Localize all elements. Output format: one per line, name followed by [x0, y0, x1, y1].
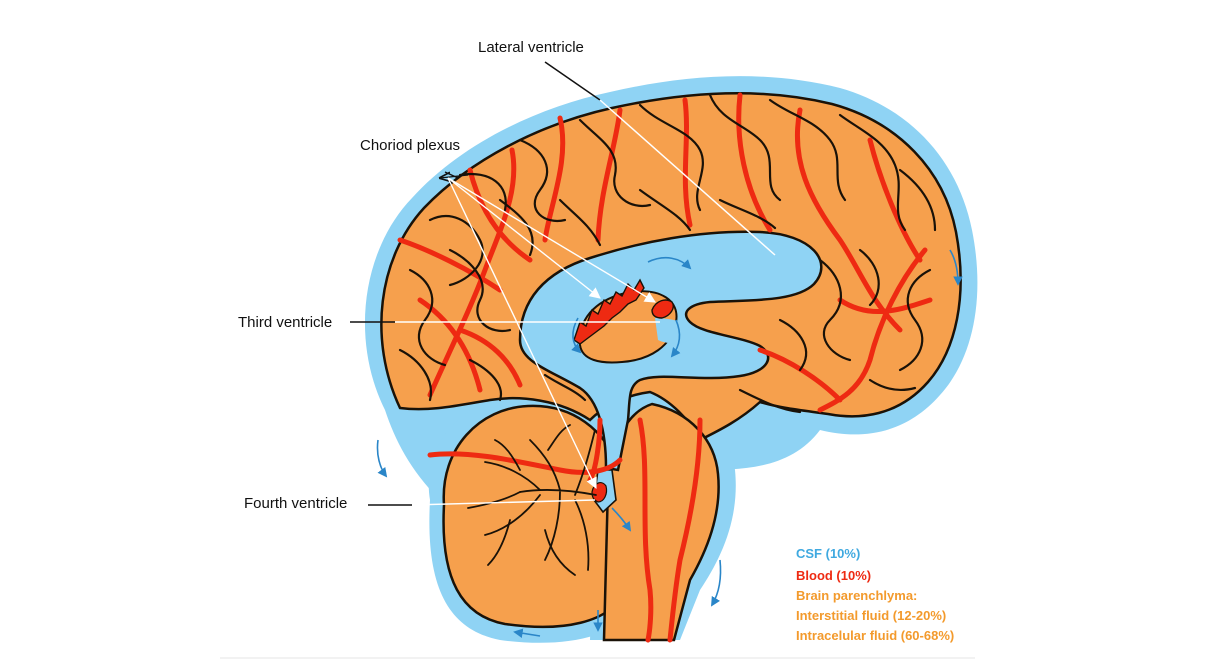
legend-intracellular: Intracelular fluid (60-68%): [796, 628, 954, 643]
choroid-plexus-lateral: [573, 278, 645, 345]
label-third-ventricle: Third ventricle: [238, 314, 332, 331]
blood-vessels: [397, 92, 933, 643]
choroid-pointer-2: [447, 177, 656, 303]
label-choroid-plexus: Choriod plexus: [360, 137, 460, 154]
lateral-ventricle-pointer: [599, 99, 776, 256]
arbor-vitae: [467, 424, 597, 576]
choroid-plexus-third: [651, 299, 674, 319]
gyri-outlines: [398, 93, 937, 414]
fourth-ventricle-pointer: [411, 499, 596, 506]
lateral-ventricle-leader: [544, 61, 601, 101]
third-ventricle-shape: [655, 318, 700, 344]
legend-csf: CSF (10%): [796, 546, 860, 561]
choroid-leader-2: [444, 171, 459, 179]
legend-interstitial: Interstitial fluid (12-20%): [796, 608, 946, 623]
choroid-pointer-3: [447, 177, 597, 490]
legend-blood: Blood (10%): [796, 568, 871, 583]
legend: CSF (10%) Blood (10%) Brain parenchlyma:…: [796, 546, 954, 643]
choroid-pointer-1: [447, 177, 601, 299]
label-fourth-ventricle: Fourth ventricle: [244, 495, 347, 512]
legend-parenchyma: Brain parenchlyma:: [796, 588, 917, 603]
label-lateral-ventricle: Lateral ventricle: [478, 39, 584, 56]
leader-lines: [350, 61, 776, 506]
